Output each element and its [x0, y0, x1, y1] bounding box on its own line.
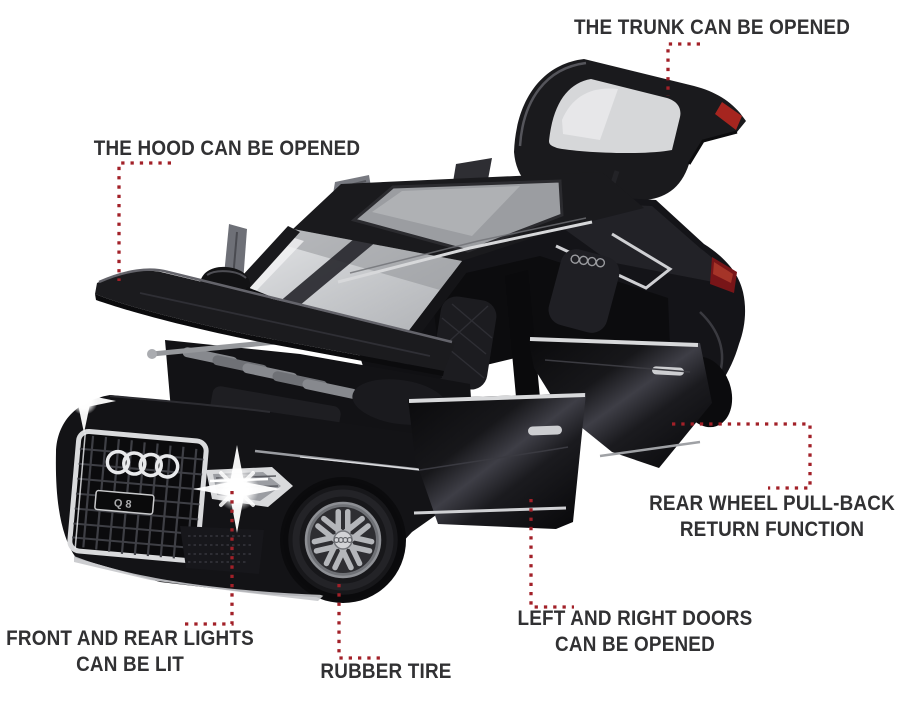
headlight-glare	[52, 369, 281, 533]
callout-trunk-text: THE TRUNK CAN BE OPENED	[573, 16, 851, 39]
callout-rear-wheel-text-line1: REAR WHEEL PULL-BACK	[649, 492, 895, 515]
license-plate-text: Q8	[113, 497, 135, 511]
open-doors	[408, 337, 712, 529]
license-plate: Q8	[94, 489, 155, 515]
callout-hood: THE HOOD CAN BE OPENED	[94, 136, 360, 162]
open-hood	[95, 268, 455, 376]
hood-connector-line	[117, 161, 171, 281]
front-seat	[431, 296, 497, 390]
rear-seat	[548, 249, 620, 333]
front-door-open	[408, 393, 586, 529]
callout-doors-text-line1: LEFT AND RIGHT DOORS	[517, 607, 753, 630]
callout-doors-text-line2: CAN BE OPENED	[555, 633, 715, 656]
callout-rear-wheel-text-line2: RETURN FUNCTION	[679, 518, 865, 541]
callout-lights-text-line2: CAN BE LIT	[76, 653, 184, 676]
lights-connector-line	[184, 491, 234, 626]
callout-tire-text: RUBBER TIRE	[320, 660, 452, 683]
callout-trunk: THE TRUNK CAN BE OPENED	[574, 15, 850, 41]
open-trunk	[514, 59, 746, 220]
front-door-handle	[528, 425, 563, 436]
callout-doors: LEFT AND RIGHT DOORS CAN BE OPENED	[518, 606, 753, 658]
callout-rear-wheel: REAR WHEEL PULL-BACK RETURN FUNCTION	[649, 491, 895, 543]
callout-front-rear-lights: FRONT AND REAR LIGHTS CAN BE LIT	[6, 626, 254, 678]
b-pillar	[505, 270, 540, 408]
rear-wheel-connector-line	[672, 422, 812, 490]
rear-door-open	[528, 337, 712, 468]
trunk-connector-line	[666, 42, 700, 96]
audi-rings-seat-logo	[570, 254, 606, 268]
audi-rings-logo	[105, 449, 180, 479]
engine-block	[182, 347, 358, 399]
front-grille: Q8	[67, 428, 209, 564]
callout-connectors	[117, 42, 812, 660]
tire-connector-line	[337, 584, 385, 660]
fog-light-insert	[180, 526, 264, 574]
rear-door-handle	[652, 366, 684, 376]
front-wheel	[283, 480, 403, 600]
roof-rail	[337, 220, 593, 284]
trunk-brake-light	[715, 102, 742, 130]
callout-rubber-tire: RUBBER TIRE	[320, 659, 451, 685]
bumper-chrome	[74, 556, 324, 601]
callout-lights-text-line1: FRONT AND REAR LIGHTS	[6, 627, 254, 650]
callout-hood-text: THE HOOD CAN BE OPENED	[93, 137, 361, 160]
